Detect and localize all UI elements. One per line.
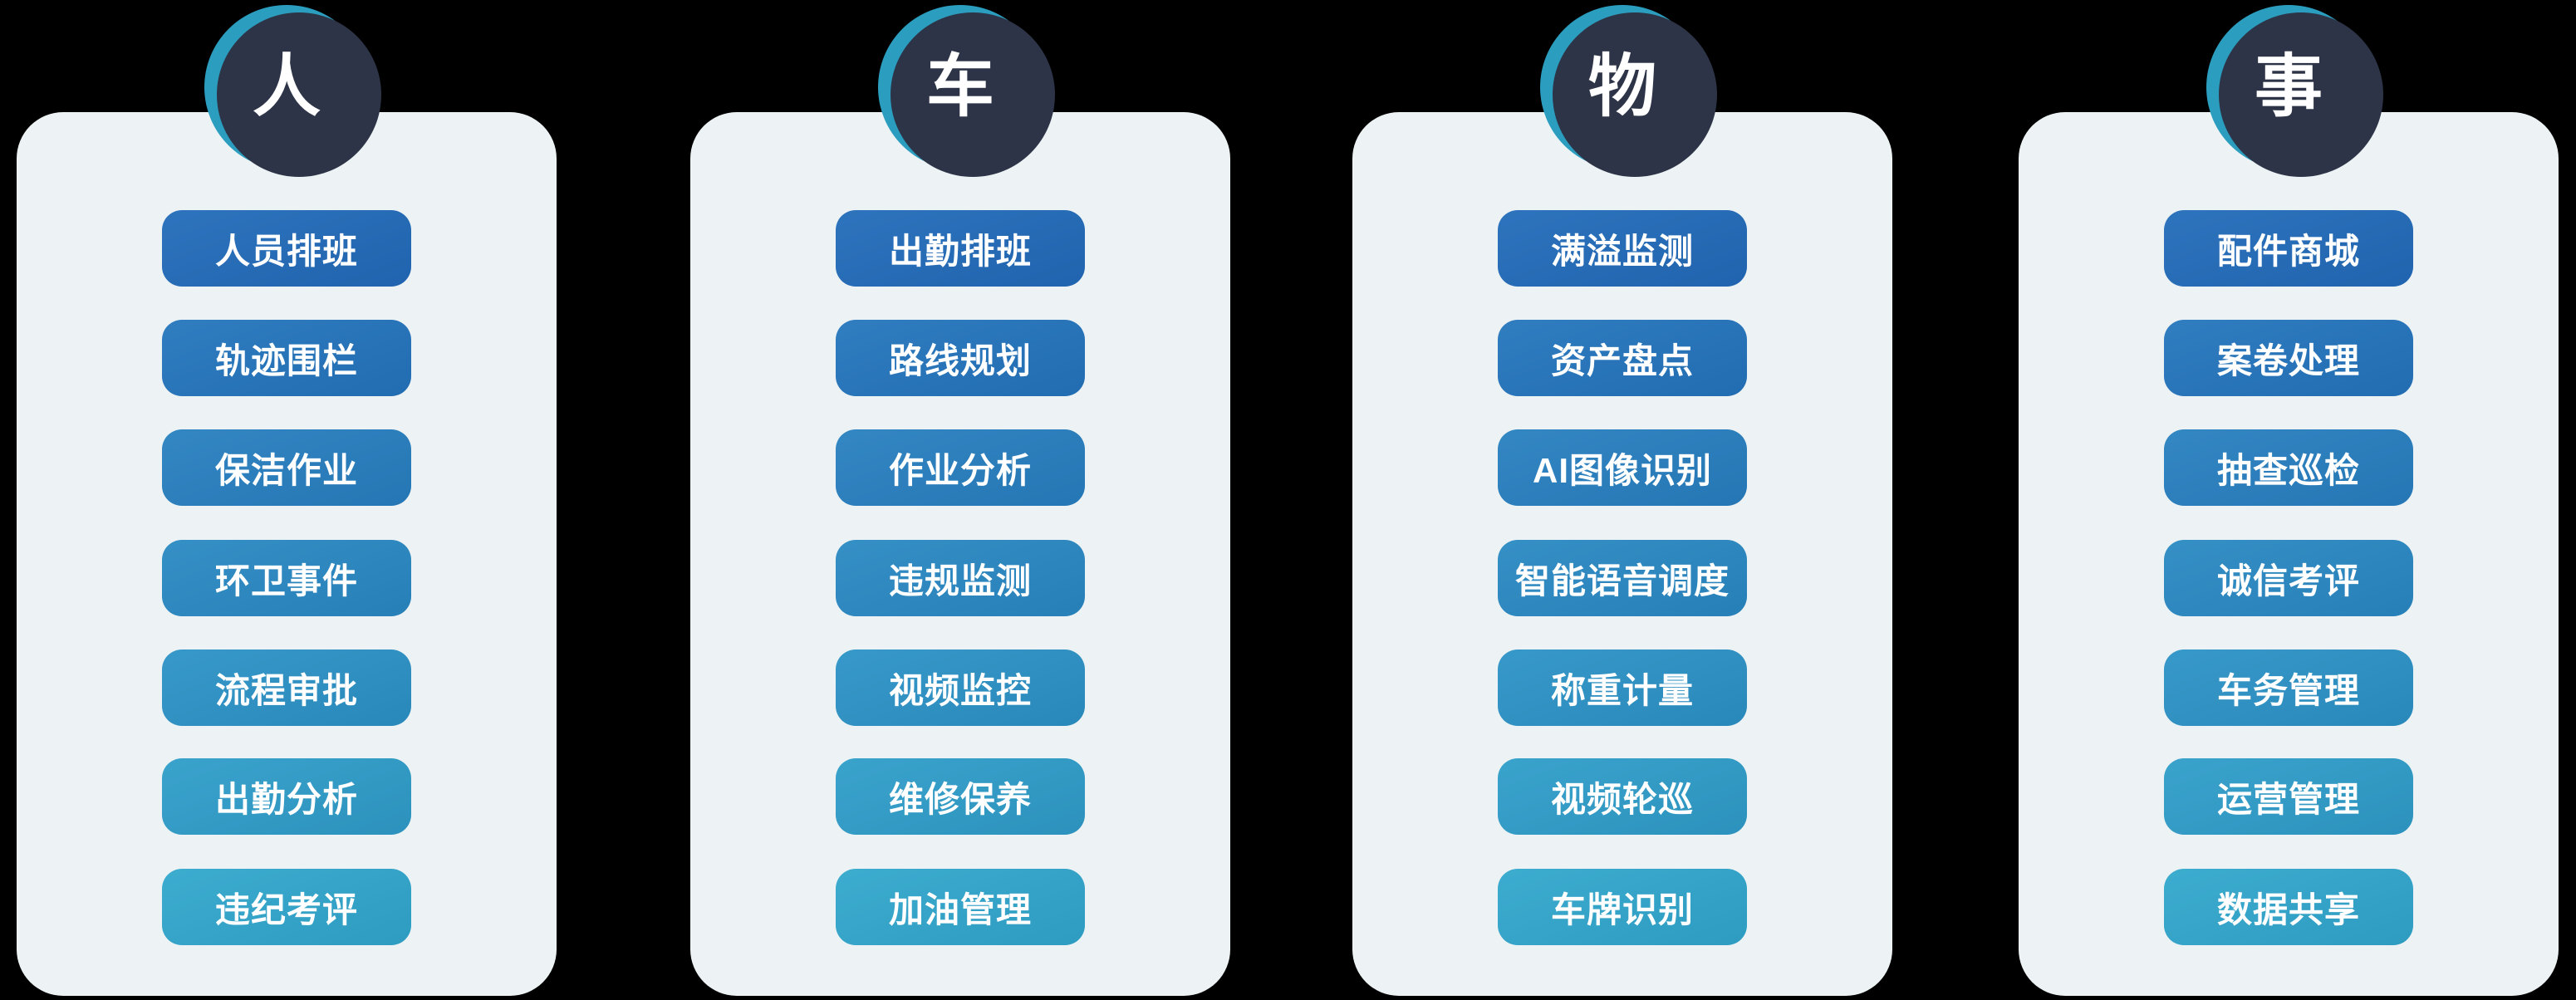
feature-button[interactable]: 案卷处理: [2164, 320, 2413, 396]
feature-button[interactable]: 作业分析: [836, 429, 1085, 506]
affairs-badge-label: 事: [2254, 49, 2323, 125]
feature-button[interactable]: 路线规划: [836, 320, 1085, 396]
feature-button[interactable]: 运营管理: [2164, 758, 2413, 835]
feature-button[interactable]: 配件商城: [2164, 210, 2413, 287]
feature-button[interactable]: 资产盘点: [1498, 320, 1747, 396]
people-badge: 人: [204, 5, 381, 177]
feature-button[interactable]: 出勤排班: [836, 210, 1085, 287]
card-affairs: 事 配件商城 案卷处理 抽查巡检 诚信考评 车务管理 运营管理 数据共享: [2019, 5, 2559, 996]
assets-badge: 物: [1540, 5, 1717, 177]
feature-button[interactable]: 诚信考评: [2164, 540, 2413, 616]
feature-button[interactable]: 保洁作业: [162, 429, 411, 506]
people-badge-label: 人: [252, 49, 321, 125]
feature-button[interactable]: 流程审批: [162, 650, 411, 726]
feature-button[interactable]: 满溢监测: [1498, 210, 1747, 287]
feature-button[interactable]: 视频轮巡: [1498, 758, 1747, 835]
affairs-badge: 事: [2206, 5, 2383, 177]
feature-button[interactable]: 环卫事件: [162, 540, 411, 616]
feature-button[interactable]: 抽查巡检: [2164, 429, 2413, 506]
feature-button[interactable]: 维修保养: [836, 758, 1085, 835]
assets-badge-label: 物: [1587, 49, 1656, 125]
vehicles-badge-label: 车: [925, 49, 994, 125]
feature-button[interactable]: 轨迹围栏: [162, 320, 411, 396]
feature-button[interactable]: 智能语音调度: [1498, 540, 1747, 616]
feature-button[interactable]: 视频监控: [836, 650, 1085, 726]
feature-button[interactable]: 车务管理: [2164, 650, 2413, 726]
feature-button[interactable]: 数据共享: [2164, 869, 2413, 945]
vehicles-badge: 车: [878, 5, 1055, 177]
feature-button[interactable]: 违纪考评: [162, 869, 411, 945]
card-people: 人 人员排班 轨迹围栏 保洁作业 环卫事件 流程审批 出勤分析 违纪考评: [17, 5, 557, 996]
feature-button[interactable]: 称重计量: [1498, 650, 1747, 726]
card-vehicles: 车 出勤排班 路线规划 作业分析 违规监测 视频监控 维修保养 加油管理: [690, 5, 1230, 996]
feature-button[interactable]: 加油管理: [836, 869, 1085, 945]
feature-button[interactable]: 人员排班: [162, 210, 411, 287]
card-assets: 物 满溢监测 资产盘点 AI图像识别 智能语音调度 称重计量 视频轮巡 车牌识别: [1352, 5, 1892, 996]
feature-button[interactable]: 出勤分析: [162, 758, 411, 835]
feature-button[interactable]: AI图像识别: [1498, 429, 1747, 506]
feature-button[interactable]: 车牌识别: [1498, 869, 1747, 945]
feature-button[interactable]: 违规监测: [836, 540, 1085, 616]
